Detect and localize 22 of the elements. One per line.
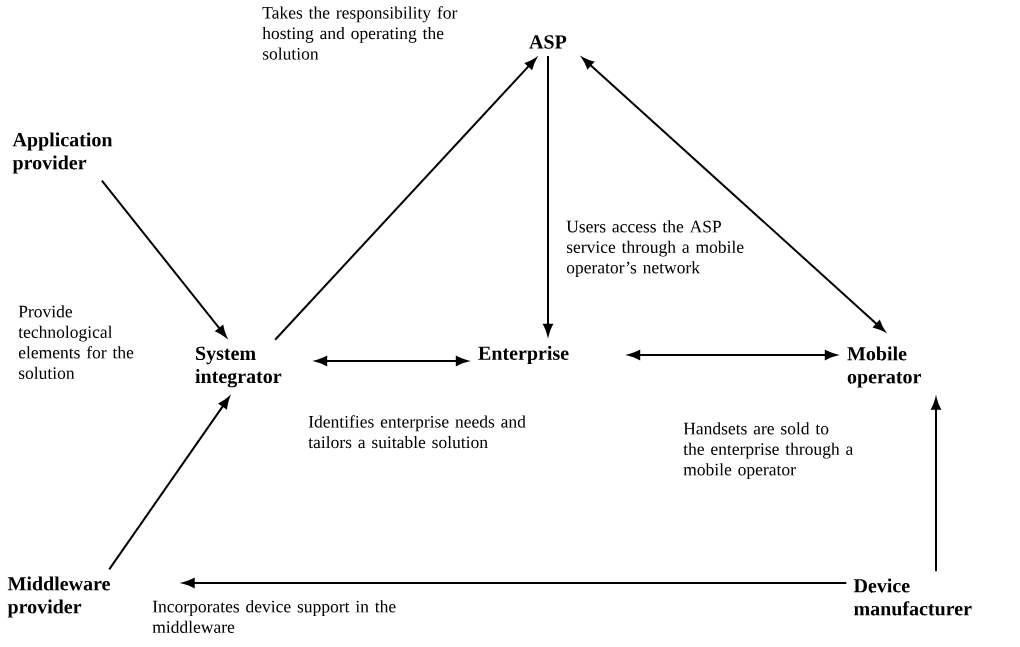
annotation: Incorporates device support in the middleware — [152, 600, 396, 633]
arrow — [628, 350, 837, 360]
node-label: Enterprise — [478, 345, 569, 365]
annotation: Takes the responsibility for hosting and operating the solution — [262, 6, 458, 60]
annotation: Identifies enterprise needs and tailors a suitable solution — [308, 415, 526, 449]
annotation: Handsets are sold to the enterprise through a mobile operator — [683, 422, 854, 480]
annotation: Provide technological elements for the solution — [18, 305, 134, 379]
node-label: ASP — [529, 35, 567, 49]
annotation: Users access the ASP service through a mobile operator’s network — [566, 220, 744, 278]
node-label: System integrator — [195, 346, 282, 388]
node-label: Mobile operator — [847, 346, 921, 388]
node-label: Application provider — [12, 132, 113, 174]
arrow — [931, 397, 941, 573]
arrow — [582, 57, 886, 332]
arrow — [315, 356, 468, 366]
arrow — [100, 179, 227, 338]
arrow — [182, 578, 848, 588]
node-label: Device manufacturer — [853, 578, 972, 616]
arrow — [108, 396, 230, 571]
node-label: Middleware provider — [7, 576, 110, 618]
arrow — [274, 57, 537, 341]
arrow — [543, 54, 553, 336]
